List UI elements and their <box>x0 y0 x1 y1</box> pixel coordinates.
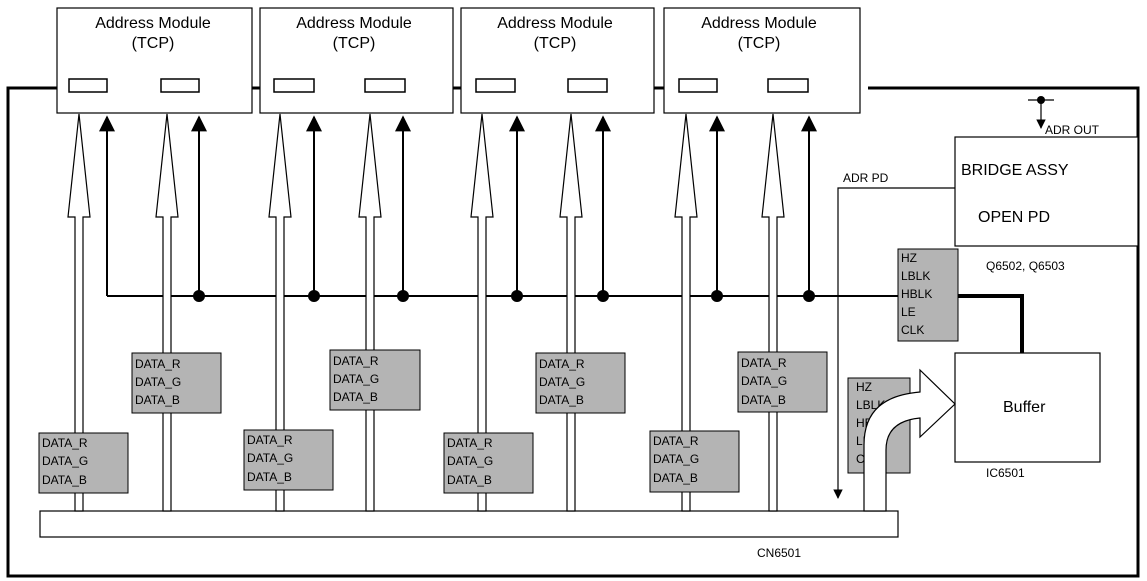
data-box: DATA_R DATA_G DATA_B <box>535 352 626 414</box>
svg-text:DATA_B: DATA_B <box>135 393 180 407</box>
adr-pd-label: ADR PD <box>843 171 889 185</box>
bridge-part: Q6502, Q6503 <box>986 259 1065 273</box>
svg-text:DATA_G: DATA_G <box>539 375 585 389</box>
svg-text:DATA_R: DATA_R <box>447 436 493 450</box>
address-module-3: Address Module (TCP) <box>460 7 655 114</box>
module-port <box>678 78 718 93</box>
svg-text:LBLK: LBLK <box>901 269 930 283</box>
address-module-2: Address Module (TCP) <box>259 7 454 114</box>
buffer-title: Buffer <box>1003 399 1046 416</box>
data-box: DATA_R DATA_G DATA_B <box>737 351 828 413</box>
junction-dot <box>193 290 205 302</box>
svg-text:DATA_R: DATA_R <box>42 436 88 450</box>
svg-text:DATA_G: DATA_G <box>135 375 181 389</box>
junction-dot <box>308 290 320 302</box>
svg-text:DATA_R: DATA_R <box>741 356 787 370</box>
data-box: DATA_R DATA_G DATA_B <box>329 349 421 411</box>
svg-text:DATA_G: DATA_G <box>741 374 787 388</box>
svg-text:CLK: CLK <box>901 323 924 337</box>
control-signal-box: HZ LBLK HBLK LE CLK <box>897 248 959 342</box>
data-bus-arrow <box>761 113 785 512</box>
svg-text:DATA_B: DATA_B <box>247 470 292 484</box>
junction-dot <box>711 290 723 302</box>
module-subtitle: (TCP) <box>333 35 376 52</box>
svg-text:HZ: HZ <box>901 251 917 265</box>
junction-dot <box>803 290 815 302</box>
data-box: DATA_R DATA_G DATA_B <box>243 429 334 491</box>
module-title: Address Module <box>497 15 613 32</box>
svg-text:DATA_R: DATA_R <box>247 433 293 447</box>
address-module-4: Address Module (TCP) <box>663 7 861 114</box>
svg-text:DATA_G: DATA_G <box>247 451 293 465</box>
module-subtitle: (TCP) <box>738 35 781 52</box>
junction-dot <box>511 290 523 302</box>
data-box: DATA_R DATA_G DATA_B <box>443 432 534 494</box>
data-bus-arrow <box>155 113 179 512</box>
data-bus-arrow <box>358 113 382 512</box>
svg-text:LE: LE <box>901 305 916 319</box>
svg-text:DATA_B: DATA_B <box>539 393 584 407</box>
module-title: Address Module <box>296 15 412 32</box>
module-title: Address Module <box>95 15 211 32</box>
bridge-subtitle: OPEN PD <box>978 209 1050 226</box>
svg-text:DATA_R: DATA_R <box>135 357 181 371</box>
svg-text:DATA_B: DATA_B <box>447 473 492 487</box>
adr-out-label: ADR OUT <box>1045 123 1100 137</box>
buffer-part: IC6501 <box>986 466 1025 480</box>
svg-text:HZ: HZ <box>856 380 872 394</box>
svg-text:DATA_R: DATA_R <box>539 357 585 371</box>
svg-text:DATA_B: DATA_B <box>333 390 378 404</box>
module-title: Address Module <box>701 15 817 32</box>
svg-text:DATA_G: DATA_G <box>653 452 699 466</box>
module-port <box>160 78 200 93</box>
svg-text:DATA_B: DATA_B <box>653 471 698 485</box>
module-port <box>475 78 516 93</box>
svg-text:DATA_R: DATA_R <box>333 354 379 368</box>
svg-text:DATA_G: DATA_G <box>333 372 379 386</box>
svg-text:DATA_G: DATA_G <box>42 454 88 468</box>
data-box: DATA_R DATA_G DATA_B <box>131 352 222 414</box>
connector-label: CN6501 <box>757 546 801 560</box>
junction-dot <box>597 290 609 302</box>
buffer-block: Buffer IC6501 <box>954 352 1101 480</box>
data-box: DATA_R DATA_G DATA_B <box>38 432 129 494</box>
data-bus-arrow <box>559 113 583 512</box>
bridge-title: BRIDGE ASSY <box>961 162 1069 179</box>
module-port <box>567 78 608 93</box>
junction-dot <box>397 290 409 302</box>
svg-text:DATA_B: DATA_B <box>741 393 786 407</box>
module-subtitle: (TCP) <box>132 35 175 52</box>
svg-text:HBLK: HBLK <box>901 287 932 301</box>
bridge-assy: BRIDGE ASSY OPEN PD Q6502, Q6503 <box>954 136 1139 273</box>
svg-text:DATA_B: DATA_B <box>42 473 87 487</box>
connector-cn6501 <box>39 510 899 538</box>
outer-frame <box>6 86 1140 578</box>
address-module-1: Address Module (TCP) <box>56 7 253 114</box>
module-port <box>273 78 315 93</box>
module-port <box>767 78 809 93</box>
curved-arrow-to-buffer <box>863 368 956 512</box>
data-box: DATA_R DATA_G DATA_B <box>649 430 740 493</box>
svg-text:DATA_R: DATA_R <box>653 434 699 448</box>
module-port <box>68 78 108 93</box>
svg-text:DATA_G: DATA_G <box>447 454 493 468</box>
module-port <box>364 78 406 93</box>
module-subtitle: (TCP) <box>534 35 577 52</box>
